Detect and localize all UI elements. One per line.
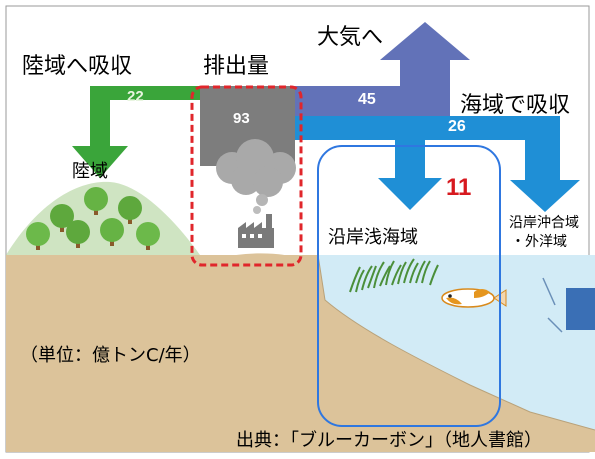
soil-ground — [6, 255, 595, 452]
offshore-label-line2: ・外洋域 — [511, 234, 567, 250]
offshore-label-line1: 沿岸沖合域 — [509, 215, 579, 231]
coastal-highlight — [317, 145, 501, 427]
atmosphere-flux-value: 45 — [358, 91, 376, 108]
factory — [238, 214, 274, 248]
coastal-shallow-label: 沿岸浅海域 — [328, 227, 418, 248]
offshore-structure — [566, 288, 595, 330]
atmosphere-arrow — [380, 22, 470, 116]
coastal-flux-value: 11 — [446, 174, 472, 201]
unit-label: （単位：億トンC/年） — [20, 345, 201, 366]
coastal-arrow — [378, 140, 442, 210]
ocean-absorption-label: 海域で吸収 — [460, 93, 571, 118]
seagrass — [349, 258, 439, 293]
emissions-label: 排出量 — [203, 54, 270, 79]
fish — [441, 288, 507, 308]
land-flux-value: 22 — [127, 88, 144, 105]
land-absorption-arrow — [72, 86, 200, 178]
atmosphere-label: 大気へ — [317, 25, 384, 50]
emissions-highlight — [190, 85, 303, 267]
land-label: 陸域 — [72, 161, 108, 182]
land-absorption-label: 陸域へ吸収 — [22, 54, 133, 79]
offshore-arrow — [510, 116, 580, 212]
coastal-slope-edge — [317, 254, 595, 431]
land-trees — [26, 187, 160, 250]
ocean-band — [295, 116, 545, 140]
source-label: 出典：「ブルーカーボン」（地人書館） — [236, 430, 542, 451]
emissions-value: 93 — [233, 110, 250, 127]
smoke-cloud — [216, 139, 296, 197]
ocean-flux-value: 26 — [448, 118, 466, 135]
